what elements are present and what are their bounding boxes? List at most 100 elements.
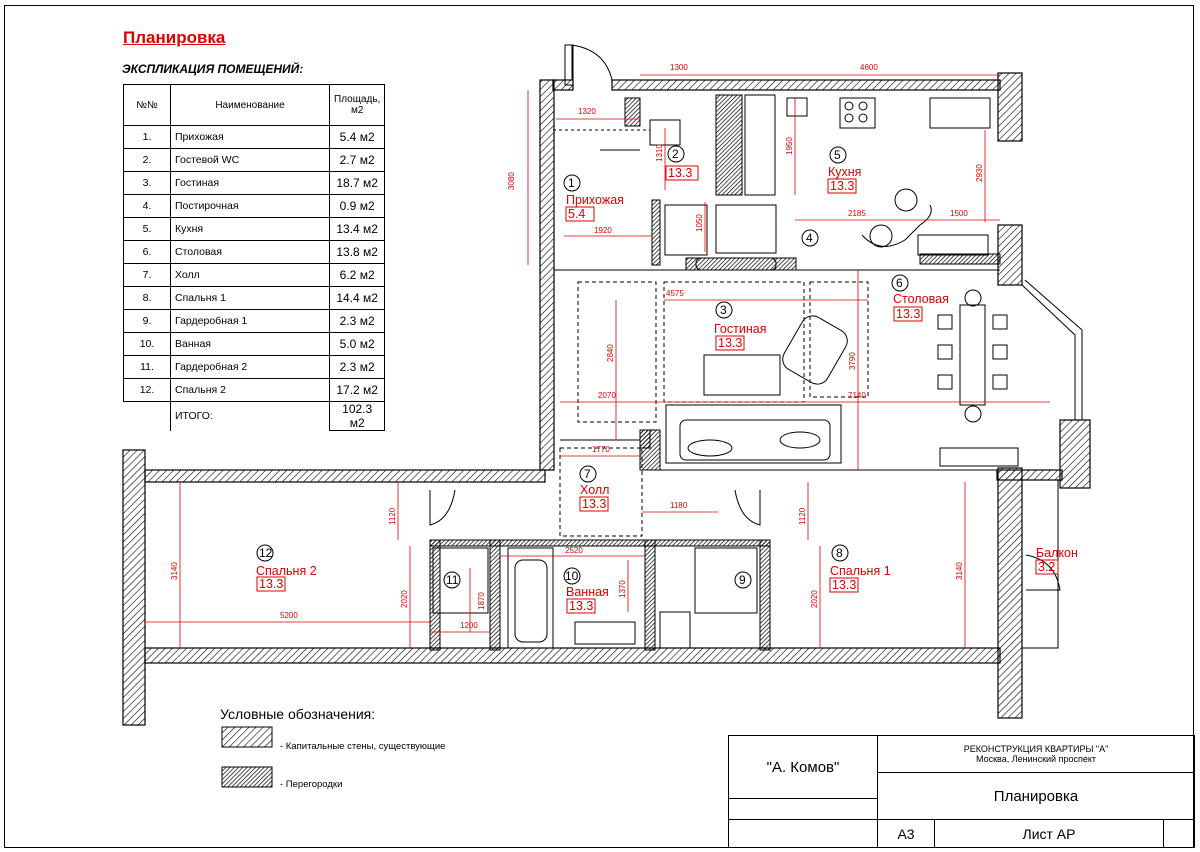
explication-caption: ЭКСПЛИКАЦИЯ ПОМЕЩЕНИЙ:: [122, 62, 304, 76]
stamp-sheet-title: Планировка: [877, 772, 1195, 820]
capital-walls: [122, 72, 1091, 726]
dim-1770: 1770: [592, 445, 610, 454]
dim-7140: 7140: [848, 391, 866, 400]
room-10-name: Ванная: [566, 585, 609, 599]
room-10-num: 10: [565, 569, 579, 583]
row-area: 6.2 м2: [328, 263, 386, 287]
room-2-num: 2: [672, 147, 679, 161]
dim-1920: 1920: [594, 226, 612, 235]
stamp-project-name: РЕКОНСТРУКЦИЯ КВАРТИРЫ "А": [963, 744, 1109, 754]
row-area: 2.7 м2: [328, 148, 386, 172]
row-num: 10.: [123, 332, 171, 356]
dim-3080: 3080: [507, 172, 516, 190]
row-num: 3.: [123, 171, 171, 195]
room-1-name: Прихожая: [566, 193, 624, 207]
dim-1310: 1310: [655, 144, 664, 162]
room-8-area: 13.3: [832, 578, 856, 592]
room-outlines: [429, 44, 1083, 649]
stamp-empty-cell-2: [728, 819, 878, 848]
dim-1050: 1050: [695, 214, 704, 232]
dim-1950: 1950: [785, 137, 794, 155]
room-2-area: 13.3: [668, 166, 692, 180]
total-row: ИТОГО: 102.3 м2: [124, 401, 386, 431]
stamp-address: Москва, Ленинский проспект: [975, 754, 1097, 764]
legend-swatch-capital: [221, 726, 273, 748]
room-1-area: 5.4: [568, 207, 585, 221]
room-1-num: 1: [568, 176, 575, 190]
room-6-num: 6: [896, 276, 903, 290]
dim-2520: 2520: [565, 546, 583, 555]
total-area: 102.3 м2: [328, 401, 386, 431]
row-num: 12.: [123, 378, 171, 402]
drawing-frame: [4, 5, 1194, 848]
row-name: Холл: [170, 263, 330, 287]
dim-2840: 2840: [606, 344, 615, 362]
page-title: Планировка: [123, 28, 226, 47]
stamp-page-cell: [1163, 819, 1195, 848]
room-11-num: 11: [446, 573, 459, 587]
room-3-area: 13.3: [718, 336, 742, 350]
room-12-area: 13.3: [259, 577, 283, 591]
row-area: 0.9 м2: [328, 194, 386, 218]
dim-1180: 1180: [670, 501, 688, 510]
row-area: 18.7 м2: [328, 171, 386, 195]
legend-item-capital: - Капитальные стены, существующие: [280, 741, 446, 752]
room-markers: [256, 145, 909, 589]
dim-2185: 2185: [848, 209, 866, 218]
row-name: Спальня 2: [170, 378, 330, 402]
row-area: 2.3 м2: [328, 355, 386, 379]
dim-2020-right: 2020: [810, 590, 819, 608]
room-3-name: Гостиная: [714, 322, 766, 336]
room-10-area: 13.3: [569, 599, 593, 613]
row-area: 13.4 м2: [328, 217, 386, 241]
room-8-name: Спальня 1: [830, 564, 891, 578]
dim-1500: 1500: [950, 209, 968, 218]
dim-2020-left: 2020: [400, 590, 409, 608]
stamp-project: РЕКОНСТРУКЦИЯ КВАРТИРЫ "А" Москва, Ленин…: [877, 735, 1195, 773]
row-name: Гардеробная 1: [170, 309, 330, 333]
balcony-area: 3.2: [1038, 560, 1055, 574]
dimension-labels: 1300 4600 1320 3080 1920 1310 1950 1050 …: [170, 63, 984, 630]
room-6-name: Столовая: [893, 292, 949, 306]
dim-3140-left: 3140: [170, 562, 179, 580]
room-12-num: 12: [259, 546, 273, 560]
room-area-boxes: [256, 165, 1059, 614]
legend-item-partition: - Перегородки: [280, 779, 343, 790]
dim-1300: 1300: [670, 63, 688, 72]
dim-5200: 5200: [280, 611, 298, 620]
stamp-empty-cell: [728, 798, 878, 820]
total-label: ИТОГО:: [170, 401, 330, 431]
room-8-num: 8: [836, 546, 843, 560]
room-labels: 1 Прихожая 5.4 2 13.3 3 Гостиная 13.3 4 …: [256, 147, 1078, 613]
stamp-sheet: Лист АР: [934, 819, 1164, 848]
row-area: 5.0 м2: [328, 332, 386, 356]
room-4-num: 4: [806, 231, 813, 245]
room-5-name: Кухня: [828, 165, 861, 179]
row-name: Столовая: [170, 240, 330, 264]
dim-3790: 3790: [848, 352, 857, 370]
room-9-num: 9: [739, 573, 746, 587]
dimension-lines: [145, 74, 1050, 648]
dim-1200: 1200: [460, 621, 478, 630]
room-5-area: 13.3: [830, 179, 854, 193]
room-7-name: Холл: [580, 483, 609, 497]
dim-3140-right: 3140: [955, 562, 964, 580]
row-num: 1.: [123, 125, 171, 149]
partitions: [429, 94, 1001, 651]
room-3-num: 3: [720, 303, 727, 317]
legend-swatch-partition: [221, 766, 273, 788]
row-area: 13.8 м2: [328, 240, 386, 264]
row-name: Гардеробная 2: [170, 355, 330, 379]
legend-title: Условные обозначения:: [220, 706, 376, 722]
dim-4575: 4575: [666, 289, 684, 298]
dim-1120-left: 1120: [388, 507, 397, 525]
room-5-num: 5: [834, 148, 841, 162]
row-num: 8.: [123, 286, 171, 310]
